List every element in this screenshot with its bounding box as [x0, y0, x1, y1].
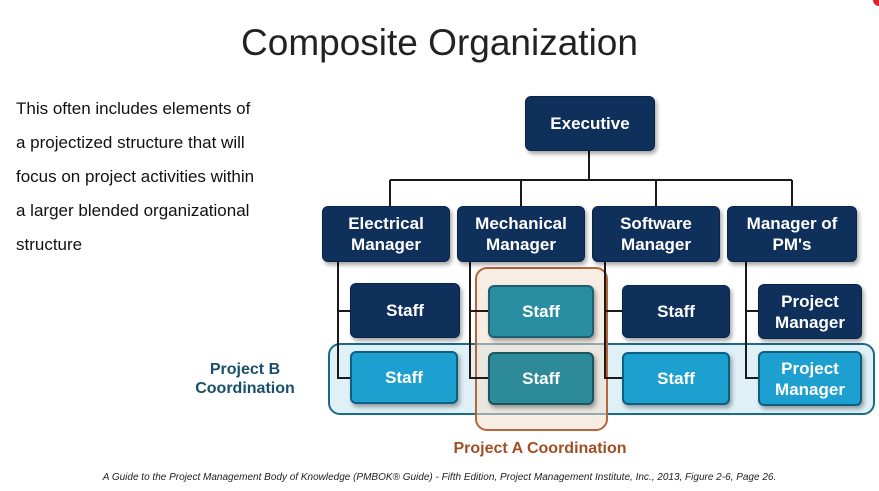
electrical-project-staff-box: Staff	[350, 351, 458, 404]
manager-label-line2: PM's	[772, 235, 812, 254]
project-b-label-line1: Project B	[209, 361, 281, 378]
connector-line	[337, 262, 350, 379]
slide-title: Composite Organization	[241, 22, 638, 63]
manager-of-pms-box: Manager of PM's	[727, 206, 857, 262]
software-staff-box: Staff	[622, 285, 730, 338]
project-b-manager-box: Project Manager	[758, 351, 862, 406]
project-b-label-line2: Coordination	[195, 380, 295, 397]
project-b-label: Project B Coordination	[170, 360, 320, 398]
mechanical-project-staff-box: Staff	[488, 352, 594, 405]
pm-label-line1: Project	[781, 358, 839, 378]
pm-label-line1: Project	[781, 291, 839, 311]
electrical-manager-box: Electrical Manager	[322, 206, 450, 262]
staff-label: Staff	[657, 302, 695, 321]
connector-line	[745, 262, 758, 379]
citation-footer: A Guide to the Project Management Body o…	[102, 472, 777, 483]
connector-line	[604, 262, 622, 379]
staff-label: Staff	[385, 368, 423, 387]
executive-box: Executive	[525, 96, 655, 151]
mechanical-staff-box: Staff	[488, 285, 594, 338]
pm-label-line2: Manager	[775, 312, 845, 332]
description-line: a projectized structure that will	[16, 133, 245, 152]
project-a-label: Project A Coordination	[453, 440, 627, 457]
project-manager-box: Project Manager	[758, 284, 862, 339]
description-line: focus on project activities within	[16, 167, 255, 186]
connector-line	[469, 262, 488, 379]
software-project-staff-box: Staff	[622, 352, 730, 405]
software-manager-box: Software Manager	[592, 206, 720, 262]
electrical-staff-box: Staff	[350, 283, 460, 338]
manager-label-line2: Manager	[351, 235, 421, 254]
staff-label: Staff	[657, 369, 695, 388]
description-line: structure	[16, 235, 83, 254]
pm-label-line2: Manager	[775, 379, 845, 399]
mechanical-manager-box: Mechanical Manager	[457, 206, 585, 262]
slide-corner-mark	[873, 0, 879, 6]
manager-label-line2: Manager	[621, 235, 691, 254]
manager-label-line1: Software	[620, 214, 692, 233]
manager-label-line2: Manager	[486, 235, 556, 254]
staff-label: Staff	[386, 301, 424, 320]
manager-label-line1: Electrical	[348, 214, 424, 233]
manager-label-line1: Mechanical	[475, 214, 567, 233]
staff-label: Staff	[522, 369, 560, 388]
manager-label-line1: Manager of	[746, 214, 838, 233]
executive-label: Executive	[550, 114, 630, 133]
description-line: a larger blended organizational	[16, 201, 250, 220]
description-line: This often includes elements of	[16, 99, 251, 118]
staff-label: Staff	[522, 302, 560, 321]
description-text: This often includes elements of a projec…	[16, 92, 316, 262]
